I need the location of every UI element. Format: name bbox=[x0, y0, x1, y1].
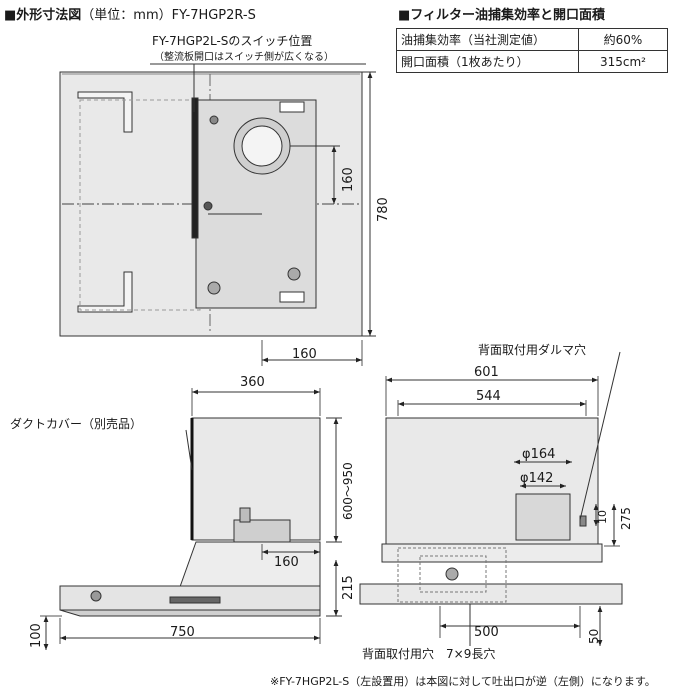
spec-label: 油捕集効率（当社測定値） bbox=[396, 28, 579, 51]
top-view bbox=[59, 63, 376, 366]
table-row: 油捕集効率（当社測定値） 約60% bbox=[396, 28, 668, 51]
switch-note: （整流板開口はスイッチ側が広くなる） bbox=[154, 50, 334, 63]
mount-hole-label: 背面取付用ダルマ穴 bbox=[478, 342, 586, 357]
filter-heading: ■フィルター油捕集効率と開口面積 bbox=[398, 8, 606, 23]
dim-phi164: φ164 bbox=[522, 447, 555, 462]
dim-360: 360 bbox=[240, 375, 265, 390]
front-hood-body bbox=[359, 583, 623, 605]
spec-label: 開口面積（1枚あたり） bbox=[396, 50, 579, 73]
dim-50: 50 bbox=[587, 629, 601, 644]
bottom-hole-label: 背面取付用穴 7×9長穴 bbox=[362, 646, 495, 661]
dim-100: 100 bbox=[29, 623, 44, 648]
table-row: 開口面積（1枚あたり） 315cm² bbox=[396, 50, 668, 73]
side-view bbox=[40, 388, 342, 650]
dim-500: 500 bbox=[474, 625, 499, 640]
outline-unit: （単位：mm） bbox=[81, 8, 172, 23]
dim-10: 10 bbox=[596, 510, 609, 524]
filter-spec-table: 油捕集効率（当社測定値） 約60% 開口面積（1枚あたり） 315cm² bbox=[396, 28, 668, 73]
dim-601: 601 bbox=[474, 365, 499, 380]
switch-position-label: FY-7HGP2L-Sのスイッチ位置 bbox=[152, 33, 312, 48]
dim-750: 750 bbox=[170, 625, 195, 640]
dim-275: 275 bbox=[619, 507, 633, 530]
dim-215: 215 bbox=[341, 575, 356, 600]
outline-title: ■外形寸法図 bbox=[4, 8, 82, 23]
top-left-bracket bbox=[77, 91, 133, 133]
dim-600-950: 600〜950 bbox=[341, 462, 355, 520]
duct-cover-label: ダクトカバー（別売品） bbox=[10, 416, 142, 431]
outline-model: FY-7HGP2R-S bbox=[171, 8, 256, 23]
dim-160-vertical: 160 bbox=[341, 167, 356, 192]
dim-544: 544 bbox=[476, 389, 501, 404]
dim-780: 780 bbox=[376, 197, 391, 222]
dim-160-bottom: 160 bbox=[292, 347, 317, 362]
footnote: ※FY-7HGP2L-S（左設置用）は本図に対して吐出口が逆（左側）になります。 bbox=[270, 675, 656, 688]
bottom-left-bracket bbox=[77, 271, 133, 313]
spec-value: 315cm² bbox=[578, 50, 668, 73]
dim-phi142: φ142 bbox=[520, 471, 553, 486]
dim-160-side: 160 bbox=[274, 555, 299, 570]
outline-heading: ■外形寸法図（単位：mm）FY-7HGP2R-S bbox=[4, 4, 256, 23]
front-view bbox=[359, 351, 623, 646]
